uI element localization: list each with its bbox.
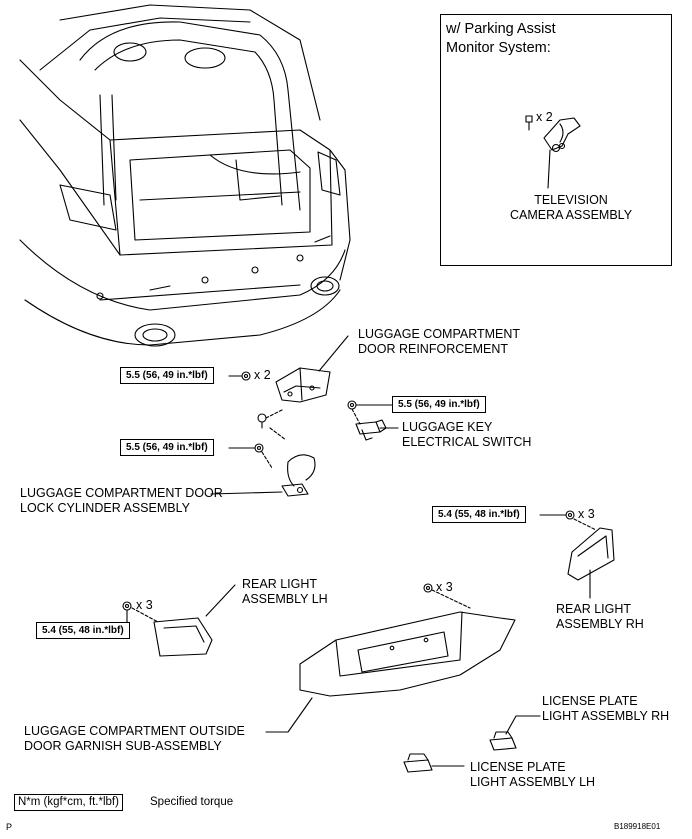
license-plate-light-lh-part bbox=[403, 753, 433, 773]
rear-light-lh-nut-icon bbox=[122, 601, 132, 611]
reinforcement-lower-nut-icon bbox=[257, 413, 267, 429]
luggage-key-switch-part bbox=[355, 419, 387, 441]
lock-cylinder-nut-icon bbox=[254, 443, 264, 453]
torque-legend-description: Specified torque bbox=[150, 796, 234, 808]
lock-cylinder-dashed-line bbox=[261, 451, 273, 469]
lock-cylinder-leader-line bbox=[210, 491, 283, 495]
rear-light-rh-label: REAR LIGHT ASSEMBLY RH bbox=[556, 602, 644, 631]
garnish-nut-icon bbox=[423, 583, 433, 593]
vehicle-rear-illustration bbox=[19, 4, 351, 347]
rear-light-lh-part bbox=[153, 617, 213, 657]
garnish-leader-line bbox=[265, 697, 313, 733]
rear-light-lh-torque: 5.4 (55, 48 in.*lbf) bbox=[36, 622, 130, 639]
door-reinforcement-part bbox=[275, 367, 331, 403]
lock-cylinder-torque: 5.5 (56, 49 in.*lbf) bbox=[120, 439, 214, 456]
reinforcement-label: LUGGAGE COMPARTMENT DOOR REINFORCEMENT bbox=[358, 327, 521, 356]
reinforcement-torque: 5.5 (56, 49 in.*lbf) bbox=[120, 367, 214, 384]
parking-assist-inset bbox=[440, 14, 672, 266]
camera-quantity: x 2 bbox=[536, 110, 553, 124]
inset-title: w/ Parking Assist Monitor System: bbox=[446, 21, 556, 56]
garnish-dashed-line bbox=[431, 589, 471, 609]
outside-door-garnish-part bbox=[299, 611, 516, 697]
lock-cylinder-label: LUGGAGE COMPARTMENT DOOR LOCK CYLINDER A… bbox=[20, 486, 223, 515]
license-plate-lh-label: LICENSE PLATE LIGHT ASSEMBLY LH bbox=[470, 760, 596, 789]
license-rh-leader-line bbox=[505, 715, 541, 735]
key-switch-dashed-line bbox=[351, 408, 361, 425]
garnish-label: LUGGAGE COMPARTMENT OUTSIDE DOOR GARNISH… bbox=[24, 724, 245, 753]
lock-cylinder-part bbox=[281, 454, 316, 497]
reinforcement-nut-icon bbox=[241, 371, 251, 381]
rear-light-rh-torque: 5.4 (55, 48 in.*lbf) bbox=[432, 506, 526, 523]
rear-light-lh-leader-line bbox=[205, 584, 236, 617]
rear-light-rh-quantity: x 3 bbox=[578, 507, 595, 521]
garnish-quantity: x 3 bbox=[436, 580, 453, 594]
figure-id: B189918E01 bbox=[614, 822, 661, 831]
key-switch-nut-icon bbox=[347, 400, 357, 410]
license-plate-light-rh-part bbox=[489, 731, 517, 751]
camera-leader-line bbox=[547, 149, 551, 189]
license-plate-rh-label: LICENSE PLATE LIGHT ASSEMBLY RH bbox=[542, 694, 670, 723]
rear-light-rh-dashed-line bbox=[573, 518, 597, 531]
key-switch-label: LUGGAGE KEY ELECTRICAL SWITCH bbox=[402, 420, 532, 449]
camera-label: TELEVISION CAMERA ASSEMBLY bbox=[510, 193, 633, 222]
rear-light-lh-dashed-line bbox=[131, 607, 159, 623]
camera-bolt-icon bbox=[525, 115, 533, 131]
rear-light-lh-label: REAR LIGHT ASSEMBLY LH bbox=[242, 577, 328, 606]
television-camera-assembly bbox=[543, 117, 581, 153]
reinforcement-leader-line bbox=[318, 335, 349, 372]
rear-light-rh-nut-icon bbox=[565, 510, 575, 520]
reinforcement-quantity: x 2 bbox=[254, 368, 271, 382]
key-switch-torque: 5.5 (56, 49 in.*lbf) bbox=[392, 396, 486, 413]
rear-light-lh-quantity: x 3 bbox=[136, 598, 153, 612]
rear-light-rh-part bbox=[567, 527, 615, 581]
reinforcement-dashed-line bbox=[265, 409, 287, 441]
footer-left-code: P bbox=[6, 822, 13, 832]
torque-unit-legend-box: N*m (kgf*cm, ft.*lbf) bbox=[14, 794, 123, 811]
